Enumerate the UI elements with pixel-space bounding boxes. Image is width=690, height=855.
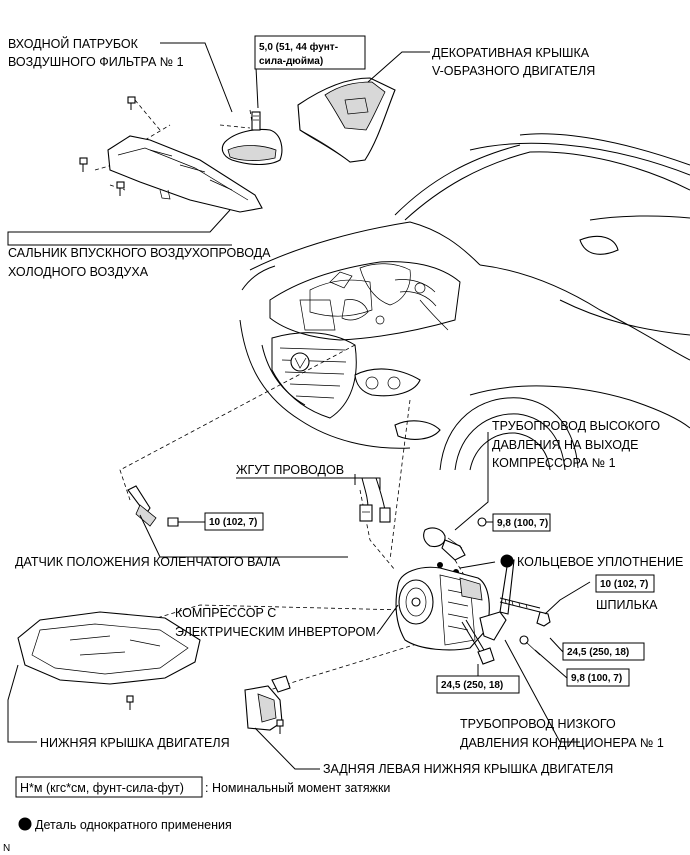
high-pressure-pipe-part <box>423 517 493 561</box>
air-filter-inlet-part <box>221 111 283 166</box>
low-pressure-pipe-part <box>479 559 541 656</box>
label-wire-harness: ЖГУТ ПРОВОДОВ <box>236 463 344 477</box>
legend-unit-desc: : Номинальный момент затяжки <box>205 781 390 795</box>
label-v-engine-cover: V-ОБРАЗНОГО ДВИГАТЕЛЯ <box>432 64 595 78</box>
non-reusable-marker-icon <box>500 554 514 568</box>
legend-non-reusable: Деталь однократного применения <box>18 817 232 832</box>
o-ring-marker-icon <box>437 562 443 568</box>
engine-bay <box>269 261 461 341</box>
label-low-pressure-pipe: ДАВЛЕНИЯ КОНДИЦИОНЕРА № 1 <box>460 736 664 750</box>
clip-icon <box>79 96 136 196</box>
torque-spec-air-inlet: 5,0 (51, 44 фунт- сила-дюйма) <box>254 35 366 70</box>
label-electric-inverter-compressor: ЭЛЕКТРИЧЕСКИМ ИНВЕРТОРОМ <box>175 625 376 639</box>
cold-air-intake-seal-part <box>79 96 263 213</box>
svg-text:сила-дюйма): сила-дюйма) <box>259 56 323 67</box>
label-o-ring: КОЛЬЦЕВОЕ УПЛОТНЕНИЕ <box>517 555 683 569</box>
torque-spec-hp-pipe: 9,8 (100, 7) <box>492 513 551 532</box>
label-low-pressure-pipe: ТРУБОПРОВОД НИЗКОГО <box>460 717 616 731</box>
stud-part <box>499 597 551 627</box>
torque-spec-stud: 10 (102, 7) <box>595 574 655 593</box>
torque-spec-crank-sensor: 10 (102, 7) <box>204 512 264 531</box>
label-engine-under-cover: НИЖНЯЯ КРЫШКА ДВИГАТЕЛЯ <box>40 736 230 750</box>
electric-inverter-compressor-part <box>395 566 490 651</box>
svg-text:24,5 (250, 18): 24,5 (250, 18) <box>567 647 629 658</box>
non-reusable-marker-icon <box>18 817 32 831</box>
label-stud: ШПИЛЬКА <box>596 598 658 612</box>
torque-spec-lp-pipe: 9,8 (100, 7) <box>566 668 630 687</box>
label-cold-air-intake-seal: САЛЬНИК ВПУСКНОГО ВОЗДУХОПРОВОДА <box>8 246 271 260</box>
v-engine-cover-part <box>297 77 396 163</box>
svg-text:Деталь однократного применения: Деталь однократного применения <box>35 818 232 832</box>
svg-text:10 (102, 7): 10 (102, 7) <box>209 517 257 528</box>
rear-lh-under-cover-part <box>244 675 291 734</box>
svg-text:9,8 (100, 7): 9,8 (100, 7) <box>571 673 622 684</box>
label-high-pressure-pipe: ДАВЛЕНИЯ НА ВЫХОДЕ <box>492 438 638 452</box>
legend-unit-box: Н*м (кгс*см, фунт-сила-фут) <box>20 781 184 795</box>
engine-under-cover-part <box>17 611 201 710</box>
crankshaft-position-sensor-part <box>127 485 205 527</box>
legend-torque-units: Н*м (кгс*см, фунт-сила-фут) : Номинальны… <box>15 776 390 798</box>
label-cold-air-intake-seal: ХОЛОДНОГО ВОЗДУХА <box>8 265 149 279</box>
label-high-pressure-pipe: ТРУБОПРОВОД ВЫСОКОГО <box>492 419 660 433</box>
page-mark: N <box>3 843 10 854</box>
svg-text:24,5 (250, 18): 24,5 (250, 18) <box>441 680 503 691</box>
wire-harness-connectors <box>359 477 391 523</box>
label-air-filter-inlet: ВОЗДУШНОГО ФИЛЬТРА № 1 <box>8 55 184 69</box>
label-v-engine-cover: ДЕКОРАТИВНАЯ КРЫШКА <box>432 46 590 60</box>
svg-text:5,0 (51, 44 фунт-: 5,0 (51, 44 фунт- <box>259 41 338 53</box>
label-electric-inverter-compressor: КОМПРЕССОР С <box>175 606 276 620</box>
label-crankshaft-position-sensor: ДАТЧИК ПОЛОЖЕНИЯ КОЛЕНЧАТОГО ВАЛА <box>15 555 281 569</box>
label-air-filter-inlet: ВХОДНОЙ ПАТРУБОК <box>8 36 139 51</box>
svg-text:9,8 (100, 7): 9,8 (100, 7) <box>497 518 548 529</box>
compressor-bolt-part <box>461 619 495 665</box>
label-high-pressure-pipe: КОМПРЕССОРА № 1 <box>492 456 616 470</box>
torque-spec-compressor-bolt: 24,5 (250, 18) <box>436 675 520 694</box>
svg-text:10 (102, 7): 10 (102, 7) <box>600 579 648 590</box>
vehicle-illustration <box>239 133 690 471</box>
torque-spec-compressor-nut: 24,5 (250, 18) <box>562 642 645 661</box>
label-rear-lh-under-cover: ЗАДНЯЯ ЛЕВАЯ НИЖНЯЯ КРЫШКА ДВИГАТЕЛЯ <box>323 762 613 776</box>
